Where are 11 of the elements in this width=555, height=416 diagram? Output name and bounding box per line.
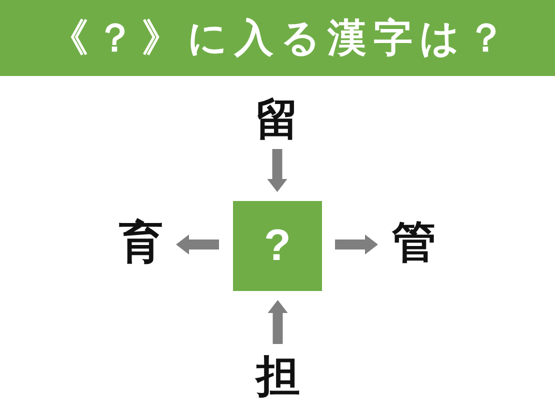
answer-square bbox=[233, 201, 322, 291]
arrow bbox=[267, 149, 288, 192]
kanji-text: 管 bbox=[389, 218, 439, 268]
kanji-text: 担 bbox=[253, 352, 303, 402]
title-text: 《？》に入る漢字は？ bbox=[48, 18, 512, 58]
arrow bbox=[335, 234, 378, 254]
arrow bbox=[268, 300, 288, 344]
question-mark: ? bbox=[264, 224, 291, 268]
arrow bbox=[176, 234, 219, 254]
kanji-text: 育 bbox=[116, 218, 166, 268]
kanji-text: 留 bbox=[252, 95, 302, 145]
